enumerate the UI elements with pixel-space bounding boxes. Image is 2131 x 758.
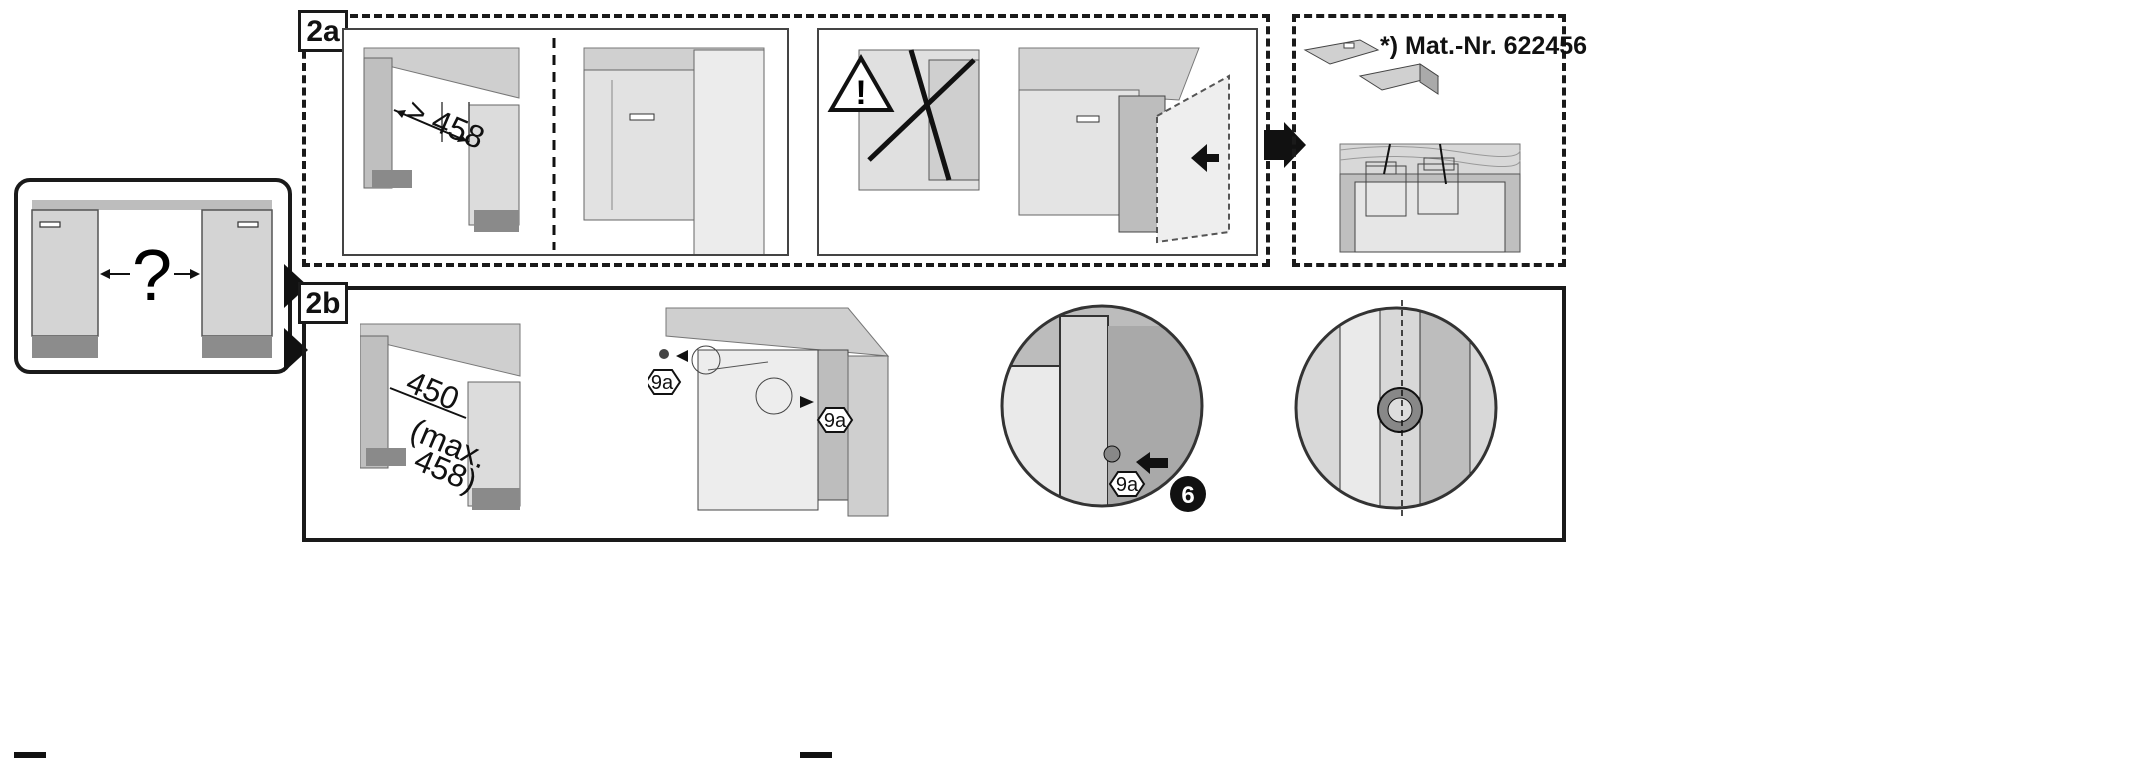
min-width-label: > 458 xyxy=(401,91,490,156)
width-value: 450 xyxy=(401,363,464,417)
question-mark: ? xyxy=(132,236,172,316)
svg-text:6: 6 xyxy=(1181,482,1194,509)
bottom-marker-left xyxy=(14,752,46,758)
step-number-badge: 6 xyxy=(1170,476,1206,512)
svg-text:9a: 9a xyxy=(824,410,847,432)
arrow-right-icon xyxy=(1264,122,1306,168)
svg-text:9a: 9a xyxy=(651,372,674,394)
overview-panel: ? xyxy=(14,178,292,374)
screw-badge-right: 9a xyxy=(816,407,854,433)
bottom-marker-right xyxy=(800,752,832,758)
screw-badge-left: 9a xyxy=(648,369,682,395)
warning-triangle-icon: ! xyxy=(827,53,895,112)
panel-side-panel: ! xyxy=(817,28,1258,256)
section-2a-label: 2a xyxy=(298,10,348,52)
section-2b-frame xyxy=(302,286,1566,542)
panel-screw-fixing: 9a 9a xyxy=(648,307,890,517)
svg-text:9a: 9a xyxy=(1116,474,1139,496)
screw-icon xyxy=(659,349,814,408)
panel-screw-detail: 9a 6 xyxy=(1000,304,1206,512)
svg-text:!: ! xyxy=(855,74,866,112)
panel-niche-dimension: 450 (max. 458) xyxy=(360,323,521,510)
niche-overview-drawing: ? xyxy=(31,200,273,358)
bracket-drawing xyxy=(1303,39,1521,253)
pointer-arrows xyxy=(284,264,308,372)
section-2b-label: 2b xyxy=(298,282,348,324)
panel-alignment-detail xyxy=(1294,300,1498,520)
screw-badge-detail: 9a xyxy=(1108,471,1146,497)
push-arrow-icon xyxy=(1191,144,1219,172)
panel-niche-width: > 458 xyxy=(342,28,789,256)
material-number: *) Mat.-Nr. 622456 xyxy=(1380,32,1588,60)
material-frame xyxy=(1292,14,1566,267)
